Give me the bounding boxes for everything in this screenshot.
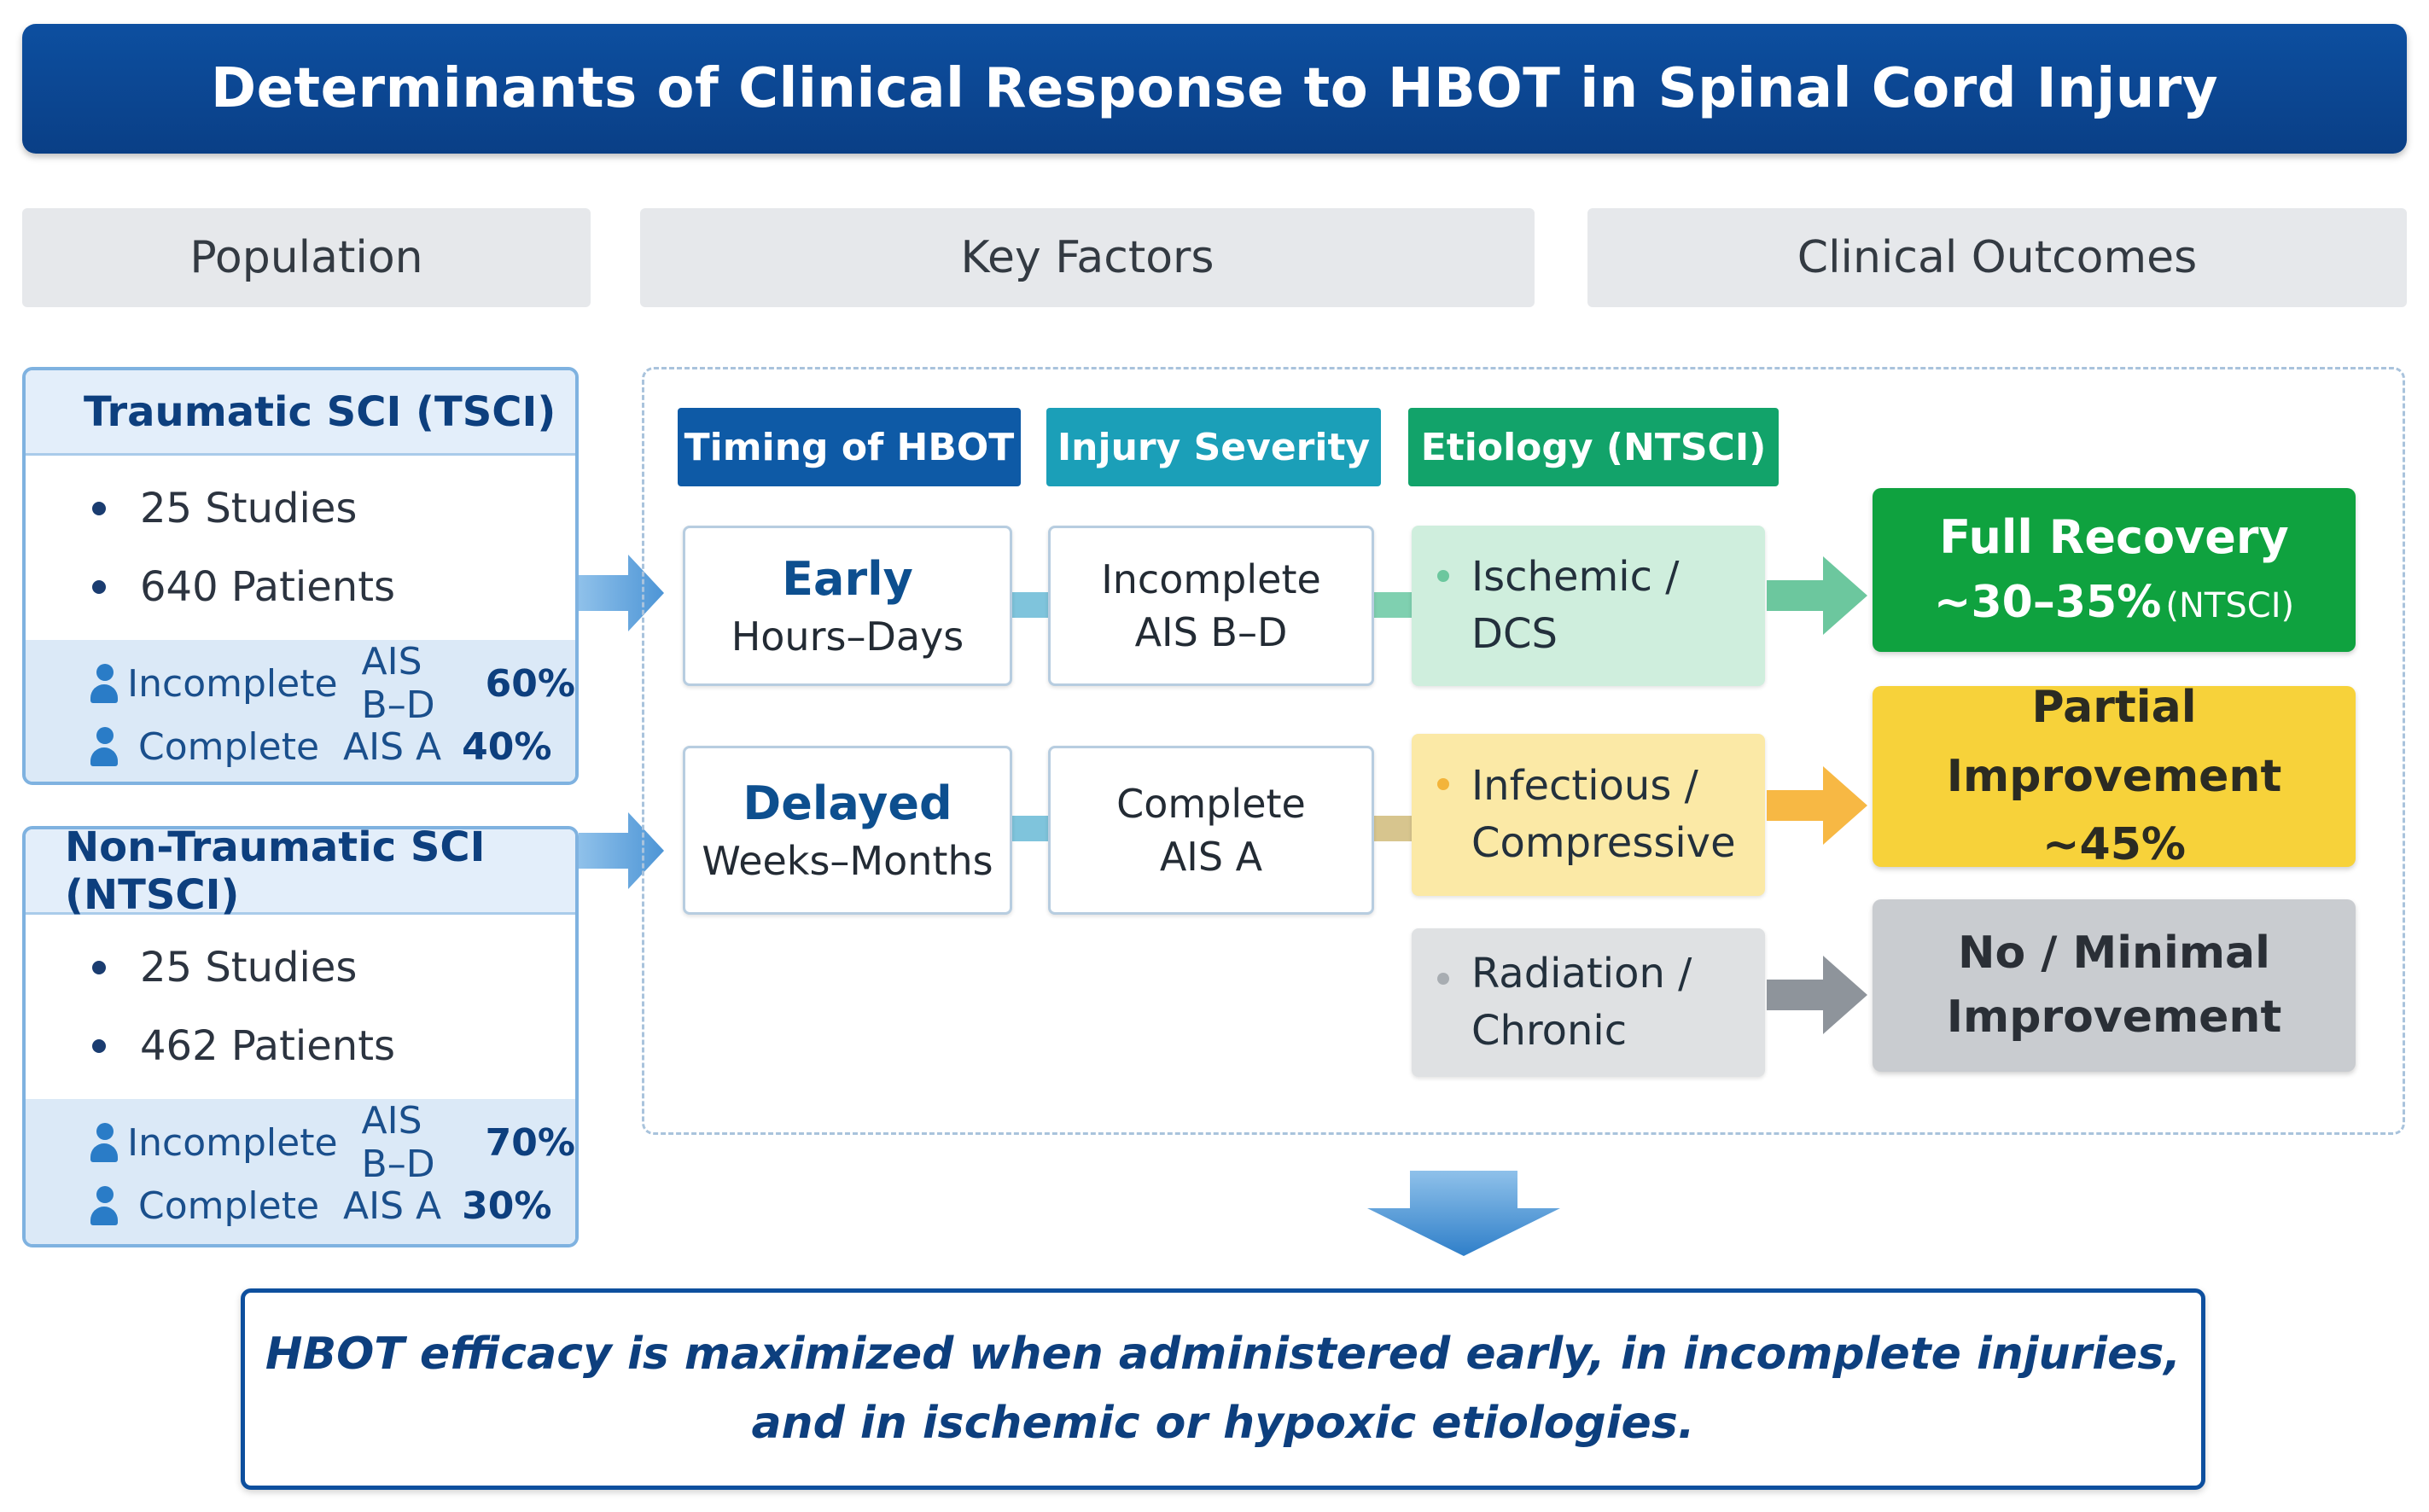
- bullet-icon: [1437, 570, 1449, 582]
- person-icon: [85, 724, 123, 770]
- tsci-complete-row: Complete AIS A 40%: [26, 715, 575, 778]
- factor-delayed: Delayed Weeks–Months: [683, 746, 1012, 915]
- summary-box: HBOT efficacy is maximized when administ…: [241, 1288, 2205, 1490]
- ntsci-complete-row: Complete AIS A 30%: [26, 1174, 575, 1237]
- outcome-partial-improvement: Partial Improvement ~45%: [1873, 682, 2356, 870]
- tag-etiology: Etiology (NTSCI): [1408, 408, 1779, 486]
- connector: [1371, 816, 1413, 841]
- person-icon: [85, 1119, 118, 1166]
- delayed-subtitle: Weeks–Months: [702, 838, 993, 885]
- bullet-icon: [1437, 778, 1449, 790]
- no-minimal-line2: Improvement: [1946, 992, 2282, 1043]
- early-title: Early: [782, 551, 913, 606]
- tag-timing: Timing of HBOT: [678, 408, 1021, 486]
- tsci-card: Traumatic SCI (TSCI) 25 Studies 640 Pati…: [22, 367, 579, 785]
- partial-title: Partial Improvement: [1946, 682, 2282, 802]
- bullet-icon: [1437, 973, 1449, 985]
- ntsci-patients: 462 Patients: [26, 1007, 575, 1085]
- full-recovery-title: Full Recovery: [1939, 510, 2289, 565]
- tsci-complete-pct: 40%: [462, 724, 552, 769]
- outcome-full-recovery: Full Recovery ~30–35% (NTSCI): [1873, 488, 2356, 652]
- page-title: Determinants of Clinical Response to HBO…: [210, 57, 2219, 120]
- ntsci-incomplete-pct: 70%: [485, 1120, 575, 1165]
- full-recovery-value: ~30–35%: [1933, 577, 2162, 629]
- column-header-population: Population: [22, 208, 591, 307]
- ntsci-card: Non-Traumatic SCI (NTSCI) 25 Studies 462…: [22, 826, 579, 1247]
- etiology-infectious: Infectious /Compressive: [1412, 734, 1765, 896]
- arrow-down-icon: [1367, 1171, 1560, 1256]
- connector: [1011, 592, 1051, 618]
- summary-line-2: and in ischemic or hypoxic etiologies.: [751, 1398, 1695, 1449]
- column-header-key-factors: Key Factors: [640, 208, 1535, 307]
- factor-complete: Complete AIS A: [1048, 746, 1374, 915]
- delayed-title: Delayed: [743, 776, 952, 830]
- ntsci-title: Non-Traumatic SCI (NTSCI): [26, 829, 575, 919]
- title-banner: Determinants of Clinical Response to HBO…: [22, 24, 2407, 154]
- bullet-icon: [92, 1039, 106, 1053]
- tsci-title: Traumatic SCI (TSCI): [26, 370, 575, 456]
- bullet-icon: [92, 961, 106, 974]
- key-factors-area: [642, 367, 2405, 1135]
- arrow-right-icon: [1767, 556, 1867, 635]
- no-minimal-line1: No / Minimal: [1958, 927, 2270, 979]
- connector: [1011, 816, 1051, 841]
- etiology-ischemic: Ischemic /DCS: [1412, 526, 1765, 686]
- partial-value: ~45%: [2042, 819, 2187, 871]
- tsci-incomplete-pct: 60%: [485, 661, 575, 706]
- tsci-incomplete-row: Incomplete AIS B–D 60%: [26, 640, 575, 727]
- early-subtitle: Hours–Days: [731, 614, 964, 660]
- full-recovery-note: (NTSCI): [2165, 586, 2295, 626]
- factor-early: Early Hours–Days: [683, 526, 1012, 686]
- arrow-right-icon: [1767, 956, 1867, 1034]
- person-icon: [85, 1183, 123, 1229]
- ntsci-complete-pct: 30%: [462, 1183, 552, 1228]
- person-icon: [85, 660, 118, 707]
- ntsci-studies: 25 Studies: [26, 928, 575, 1007]
- ntsci-incomplete-row: Incomplete AIS B–D 70%: [26, 1099, 575, 1186]
- arrow-right-icon: [1767, 766, 1867, 845]
- tag-injury-severity: Injury Severity: [1046, 408, 1381, 486]
- bullet-icon: [92, 580, 106, 594]
- factor-incomplete: Incomplete AIS B–D: [1048, 526, 1374, 686]
- bullet-icon: [92, 502, 106, 515]
- etiology-radiation: Radiation /Chronic: [1412, 928, 1765, 1077]
- tsci-studies: 25 Studies: [26, 469, 575, 548]
- tsci-patients: 640 Patients: [26, 548, 575, 626]
- outcome-no-minimal: No / Minimal Improvement: [1873, 899, 2356, 1072]
- column-header-clinical-outcomes: Clinical Outcomes: [1587, 208, 2407, 307]
- summary-line-1: HBOT efficacy is maximized when administ…: [265, 1329, 2181, 1381]
- connector: [1371, 592, 1413, 618]
